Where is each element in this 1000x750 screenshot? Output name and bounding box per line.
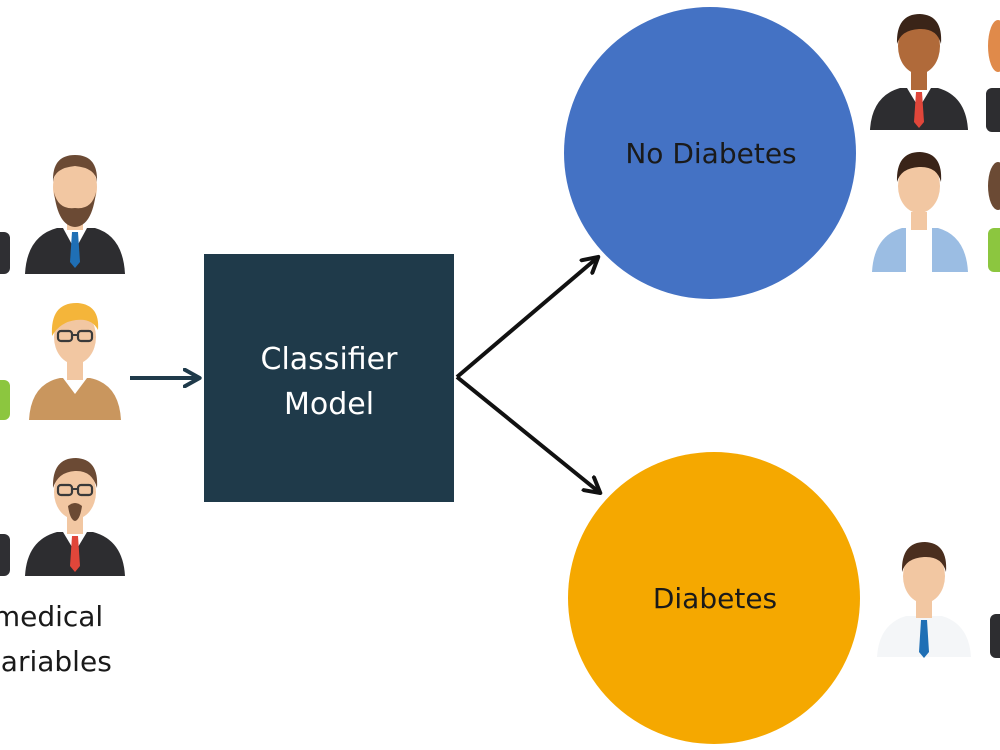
partial-person-icon — [986, 20, 1000, 132]
person-beard-icon — [25, 155, 125, 274]
person-white-shirt-icon — [877, 542, 971, 658]
partial-person-icon — [0, 380, 10, 420]
classifier-model-box — [204, 254, 454, 502]
arrow-to-diabetes — [455, 375, 599, 492]
person-glasses-goatee-icon — [25, 458, 125, 576]
person-casual-icon — [872, 152, 968, 272]
partial-person-icon — [990, 614, 1000, 658]
partial-person-icon — [988, 162, 1000, 272]
person-glasses-blond-icon — [29, 302, 121, 420]
no-diabetes-circle — [564, 7, 856, 299]
classifier-label-line1: Classifier — [261, 342, 399, 377]
no-diabetes-label: No Diabetes — [625, 137, 796, 170]
person-dark-skin-icon — [870, 14, 968, 130]
input-caption-line1: medical — [0, 600, 103, 633]
diabetes-label: Diabetes — [653, 582, 777, 615]
diabetes-circle — [568, 452, 860, 744]
input-caption-line2: variables — [0, 645, 112, 678]
partial-person-icon — [0, 534, 10, 576]
partial-person-icon — [0, 232, 10, 274]
classifier-label-line2: Model — [284, 387, 374, 422]
arrow-to-no-diabetes — [455, 258, 597, 379]
